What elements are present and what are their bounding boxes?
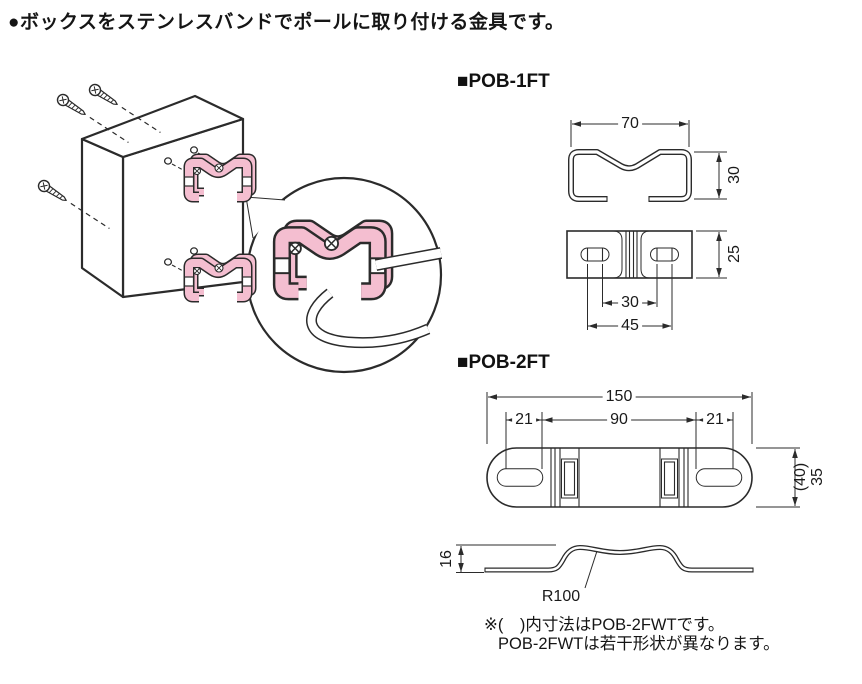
dim-pob2ft-height-paren: (40) <box>792 462 809 492</box>
dim-pob2ft-overall: 150 <box>602 389 636 405</box>
dim-pob2ft-rise: 16 <box>438 550 455 568</box>
stainless-band <box>306 247 443 349</box>
model-label-pob-1ft: ■POB-1FT <box>457 71 550 92</box>
model-label-pob-2ft: ■POB-2FT <box>457 352 550 373</box>
dim-pob2ft-radius: R100 <box>541 588 581 605</box>
pob-2ft-side-view <box>456 544 754 589</box>
dim-pob2ft-left: 21 <box>512 412 536 428</box>
installation-illustration <box>35 81 443 374</box>
pob-2ft-plan-view <box>486 392 800 508</box>
page-headline: ●ボックスをステンレスバンドでポールに取り付ける金具です。 <box>8 12 565 33</box>
dim-pob2ft-center: 90 <box>607 412 631 428</box>
dim-pob1ft-width: 70 <box>618 116 642 132</box>
callout-tail <box>246 197 285 238</box>
dim-pob2ft-height: 35 <box>809 468 826 486</box>
dim-pob1ft-pitch-outer: 45 <box>618 318 642 334</box>
dim-pob1ft-pitch-inner: 30 <box>618 295 642 311</box>
footnote-line-2: POB-2FWTは若干形状が異なります。 <box>498 635 780 653</box>
dim-pob1ft-plate-height: 25 <box>726 245 743 263</box>
pob-1ft-front-view <box>566 230 727 330</box>
footnote-line-1: ※( )内寸法はPOB-2FWTです。 <box>484 616 725 634</box>
dim-pob1ft-height: 30 <box>726 166 743 184</box>
box-screw-holes <box>163 146 199 266</box>
pob-1ft-profile-view <box>568 120 727 202</box>
dim-pob2ft-right: 21 <box>703 412 727 428</box>
pole-clip <box>185 258 253 297</box>
